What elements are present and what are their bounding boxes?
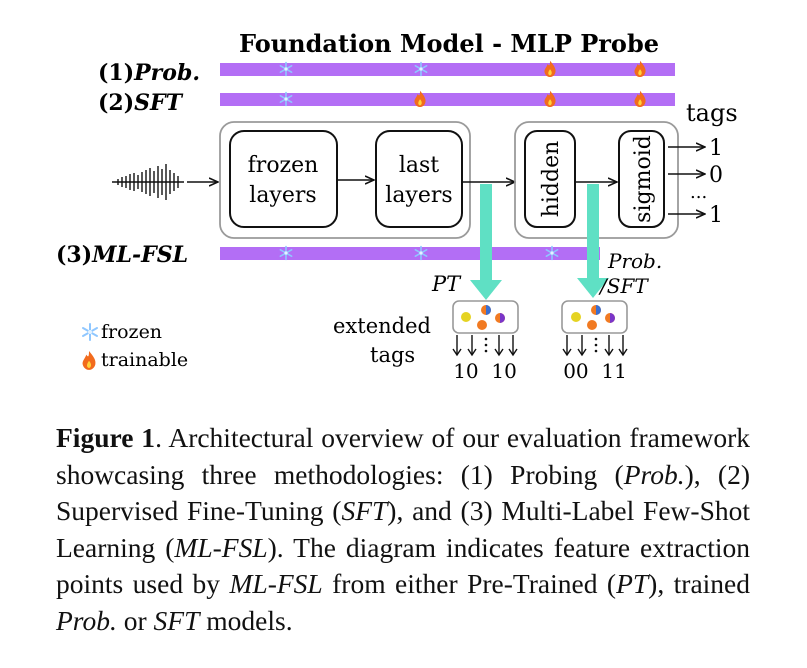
- caption-text: models.: [199, 604, 293, 636]
- architecture-diagram: Foundation Model - MLP Probe (1)Prob. (2…: [56, 29, 738, 383]
- row-num-1: (1): [98, 60, 134, 86]
- hidden-label: hidden: [539, 141, 564, 218]
- sigmoid-label: sigmoid: [631, 135, 656, 223]
- legend-trainable-label: trainable: [101, 349, 188, 371]
- row-num-3: (3): [56, 242, 92, 268]
- mlfsl-bar: [220, 247, 600, 260]
- pt-label: PT: [431, 272, 462, 296]
- flame-icon: [82, 351, 96, 370]
- row-name-2: SFT: [134, 90, 184, 116]
- frozen-layers-label-1: frozen: [248, 153, 319, 178]
- caption-text: ), and (3) Multi-Label Few-Shot Learning…: [56, 495, 751, 563]
- caption-pt: PT: [616, 568, 649, 599]
- caption-text: ), (2) Supervised Fine-Tuning (: [56, 458, 750, 527]
- row-num-2: (2): [98, 90, 134, 116]
- last-layers-label-2: layers: [385, 183, 452, 208]
- audio-waveform-icon: [112, 164, 184, 200]
- caption-mlfsl: ML-FSL: [229, 568, 323, 599]
- frozen-layers-label-2: layers: [249, 183, 316, 208]
- extended-tags-label-1: extended: [333, 314, 431, 338]
- caption-text: or: [116, 604, 154, 636]
- last-layers-label-1: last: [399, 153, 439, 178]
- prob-sft-extraction-arrow: [577, 184, 609, 298]
- tag-value: 1: [709, 136, 723, 161]
- extended-tag-arrows-right: [562, 335, 628, 357]
- vertical-ellipsis: [484, 337, 598, 353]
- caption-mlfsl: ML-FSL: [174, 531, 268, 563]
- caption-text: ), trained: [648, 568, 751, 599]
- row-name-3: ML-FSL: [91, 242, 188, 268]
- prob-sft-label-1: Prob.: [607, 249, 662, 273]
- prob-sft-embedding-cluster: [561, 300, 628, 334]
- tag-value: 1: [709, 203, 723, 228]
- caption-text: ). The diagram indicates feature extract…: [56, 531, 750, 600]
- foundation-model-box: [219, 121, 471, 239]
- extended-tags-label-2: tags: [370, 343, 415, 367]
- caption-prob: Prob.: [623, 458, 685, 490]
- caption-prob: Prob.: [56, 604, 117, 636]
- snowflake-icon: [82, 323, 98, 341]
- extended-tag-values-right: 00 11: [563, 359, 627, 383]
- sft-bar: [220, 93, 675, 106]
- tags-header: tags: [686, 99, 738, 127]
- sigmoid-block: [618, 130, 665, 228]
- hidden-block: [524, 130, 576, 228]
- caption-text: from either Pre-Trained (: [322, 568, 617, 599]
- caption-text: . Architectural overview of our evaluati…: [56, 422, 750, 490]
- extended-tag-values-left: 10 10: [453, 359, 517, 383]
- extended-tag-arrows-left: [452, 335, 518, 357]
- row-label-prob: (1)Prob.: [98, 60, 200, 86]
- caption-sft: SFT: [341, 495, 388, 526]
- frozen-layers-block: [229, 130, 338, 228]
- prob-sft-label-2: /SFT: [598, 274, 649, 298]
- pt-extraction-arrow: [470, 184, 502, 300]
- caption-sft: SFT: [153, 604, 200, 636]
- row-name-1: Prob.: [133, 60, 200, 86]
- figure-caption: Figure 1. Architectural overview of our …: [56, 420, 750, 639]
- legend-frozen-label: frozen: [101, 321, 162, 343]
- tag-value: ...: [690, 182, 707, 203]
- diagram-title: Foundation Model - MLP Probe: [239, 29, 659, 58]
- last-layers-block: [375, 130, 463, 228]
- pt-embedding-cluster: [452, 300, 519, 334]
- figure-label: Figure 1: [56, 422, 156, 453]
- prob-bar: [220, 63, 675, 76]
- tag-value: 0: [709, 163, 723, 188]
- row-label-sft: (2)SFT: [98, 90, 184, 116]
- row-label-mlfsl: (3)ML-FSL: [56, 242, 188, 268]
